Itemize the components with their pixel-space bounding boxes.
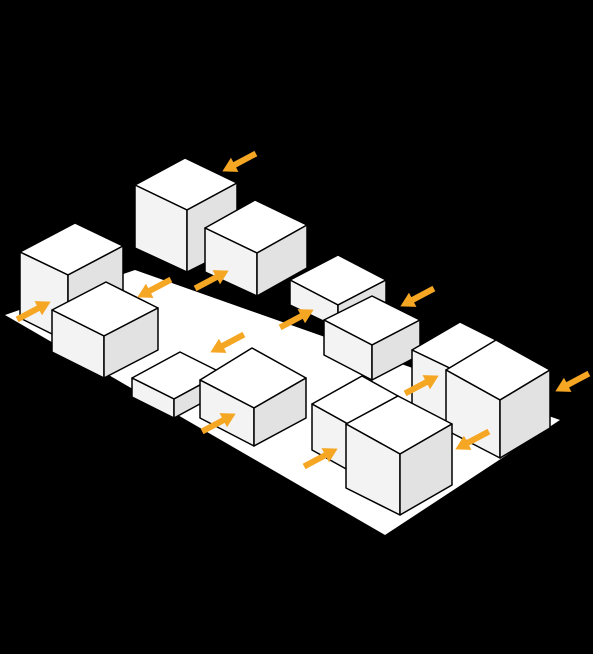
wind-arrows: [15, 150, 591, 470]
building-block-6: [323, 295, 421, 381]
arrow-icon: [222, 150, 258, 172]
arrow-icon: [137, 276, 173, 298]
arrow-icon: [455, 428, 491, 450]
arrow-icon: [400, 285, 436, 307]
arrow-icon: [210, 331, 246, 353]
building-block-10: [445, 339, 551, 459]
arrow-icon: [302, 448, 338, 470]
building-block-4: [51, 281, 159, 379]
arrow-icon: [15, 301, 51, 323]
arrow-icon: [278, 309, 314, 331]
building-block-12: [345, 395, 453, 516]
building-block-3: [204, 199, 308, 297]
arrow-icon: [555, 370, 591, 392]
arrow-icon: [200, 413, 236, 435]
building-blocks: [19, 157, 551, 516]
arrow-icon: [193, 270, 229, 292]
building-block-8: [199, 347, 307, 447]
arrow-icon: [403, 375, 439, 397]
